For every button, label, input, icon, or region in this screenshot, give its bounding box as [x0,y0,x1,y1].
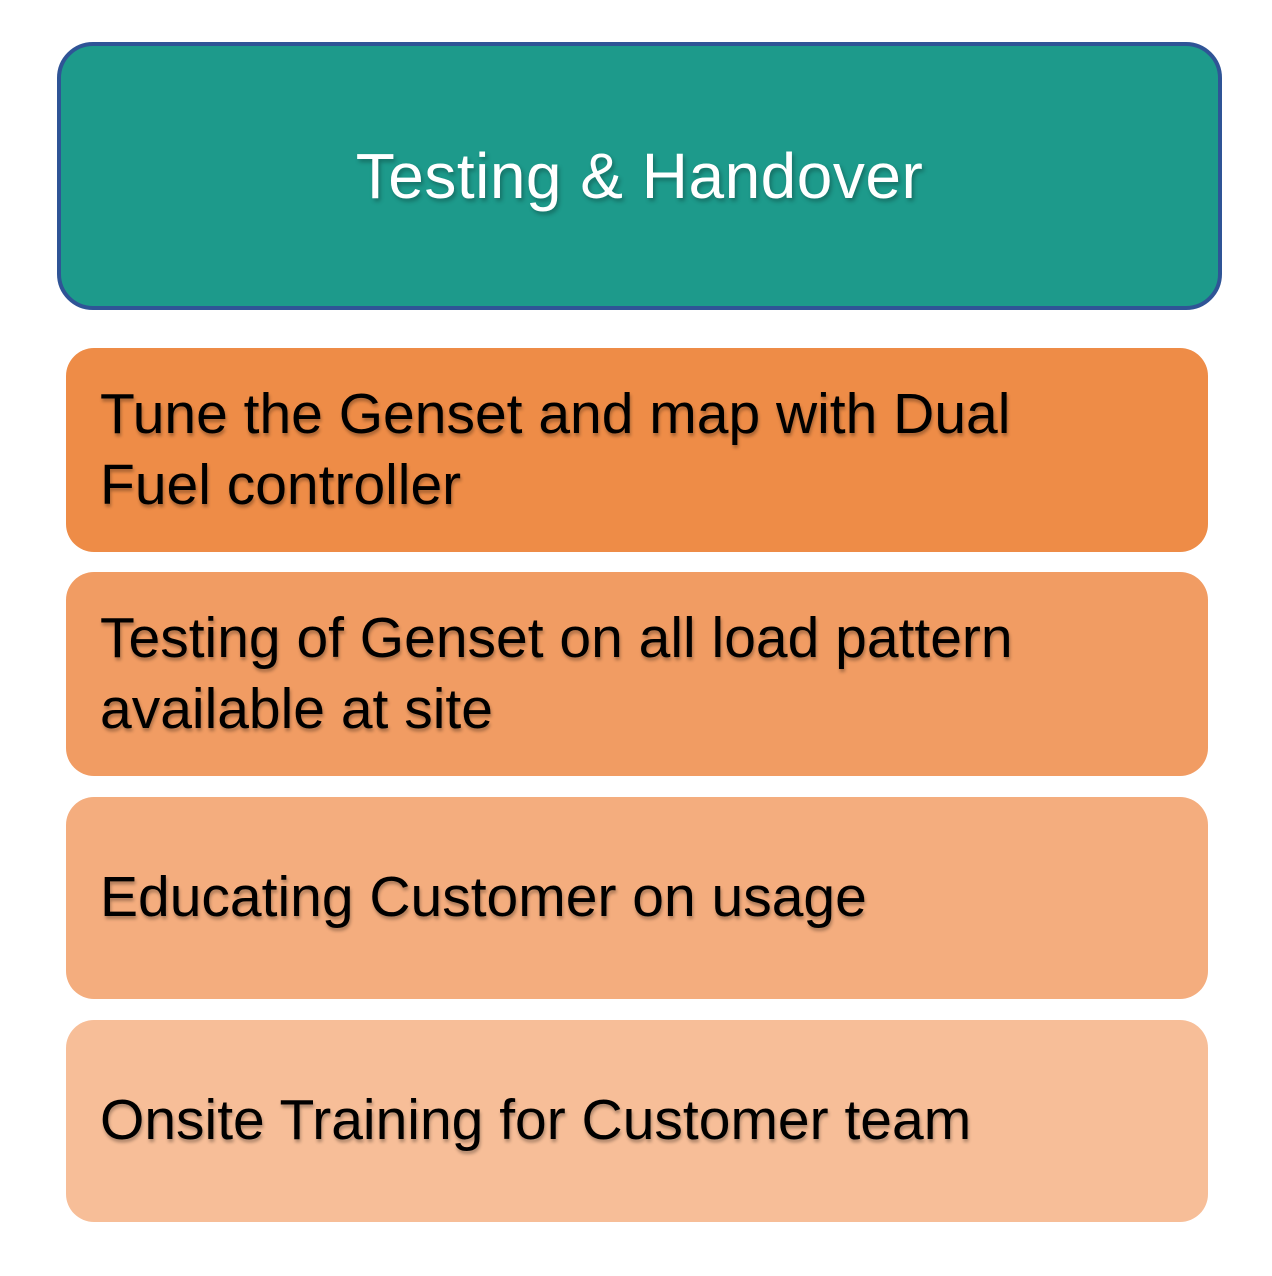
diagram-title-box: Testing & Handover [57,42,1222,310]
step-box-2: Testing of Genset on all load pattern av… [66,572,1208,776]
step-text-1: Tune the Genset and map with Dual Fuel c… [100,381,1011,517]
step-text-2: Testing of Genset on all load pattern av… [100,605,1013,741]
diagram-title: Testing & Handover [355,140,924,212]
step-text-3: Educating Customer on usage [100,865,867,930]
step-box-4: Onsite Training for Customer team [66,1020,1208,1222]
step-box-1: Tune the Genset and map with Dual Fuel c… [66,348,1208,552]
step-text-4: Onsite Training for Customer team [100,1088,972,1153]
step-box-3: Educating Customer on usage [66,797,1208,999]
